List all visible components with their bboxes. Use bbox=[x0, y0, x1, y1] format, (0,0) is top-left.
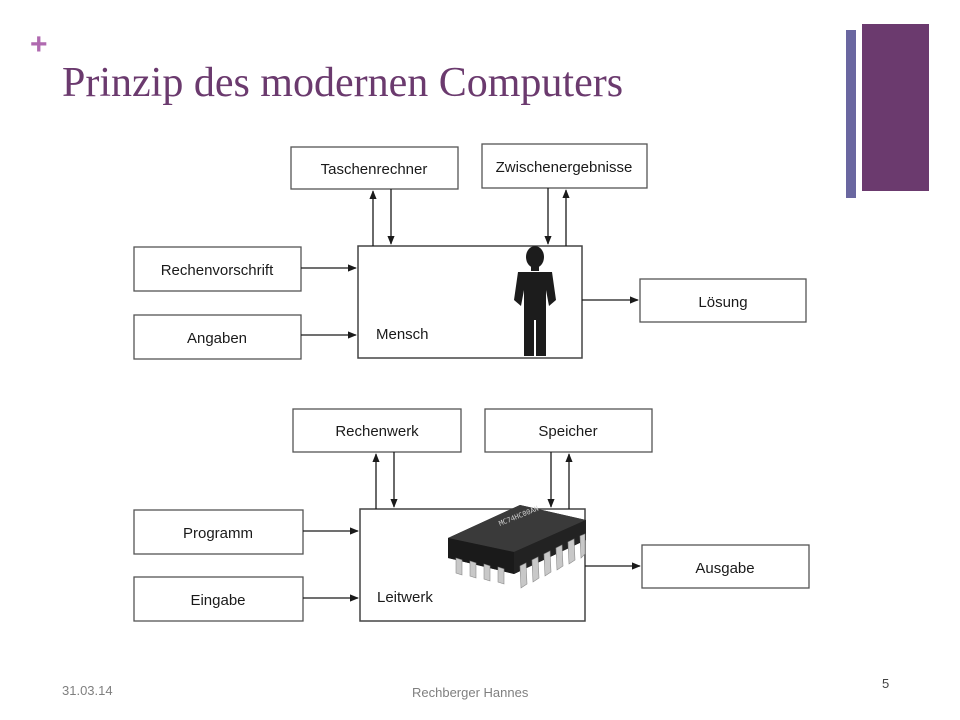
accent-bar-thick bbox=[862, 24, 929, 191]
box-loesung: Lösung bbox=[639, 278, 807, 323]
box-leitwerk: Leitwerk MC74HC00AN bbox=[359, 505, 586, 622]
box-speicher: Speicher bbox=[484, 408, 653, 453]
accent-bar-thin bbox=[846, 30, 856, 198]
footer-date: 31.03.14 bbox=[62, 683, 113, 698]
box-mensch-label: Mensch bbox=[376, 326, 429, 343]
microchip-icon: MC74HC00AN bbox=[448, 505, 586, 589]
box-taschenrechner: Taschenrechner bbox=[290, 146, 459, 190]
box-angaben: Angaben bbox=[133, 314, 302, 360]
computer-diagram: Rechenwerk Speicher Programm Eingabe Lei… bbox=[133, 408, 810, 622]
box-programm-label: Programm bbox=[183, 525, 253, 542]
box-zwischenergebnisse-label: Zwischenergebnisse bbox=[496, 159, 633, 176]
box-mensch: Mensch bbox=[357, 245, 583, 359]
box-ausgabe: Ausgabe bbox=[641, 544, 810, 589]
box-rechenvorschrift-label: Rechenvorschrift bbox=[161, 262, 274, 279]
box-loesung-label: Lösung bbox=[698, 294, 747, 311]
human-arrows bbox=[301, 188, 639, 339]
box-rechenwerk: Rechenwerk bbox=[292, 408, 462, 453]
person-icon bbox=[514, 246, 556, 356]
box-taschenrechner-label: Taschenrechner bbox=[321, 161, 428, 178]
plus-symbol: + bbox=[30, 28, 48, 61]
slide-number: 5 bbox=[882, 676, 890, 691]
human-diagram: Taschenrechner Zwischenergebnisse Rechen… bbox=[133, 143, 807, 360]
box-ausgabe-label: Ausgabe bbox=[695, 560, 754, 577]
footer-author: Rechberger Hannes bbox=[412, 685, 529, 700]
box-speicher-label: Speicher bbox=[538, 423, 597, 440]
box-eingabe: Eingabe bbox=[133, 576, 304, 622]
box-leitwerk-label: Leitwerk bbox=[377, 589, 433, 606]
box-zwischenergebnisse: Zwischenergebnisse bbox=[481, 143, 648, 189]
slide-title: Prinzip des modernen Computers bbox=[62, 60, 624, 106]
box-rechenvorschrift: Rechenvorschrift bbox=[133, 246, 302, 292]
box-angaben-label: Angaben bbox=[187, 330, 247, 347]
box-programm: Programm bbox=[133, 509, 304, 555]
box-eingabe-label: Eingabe bbox=[190, 592, 245, 609]
box-rechenwerk-label: Rechenwerk bbox=[335, 423, 419, 440]
computer-arrows bbox=[303, 452, 641, 602]
